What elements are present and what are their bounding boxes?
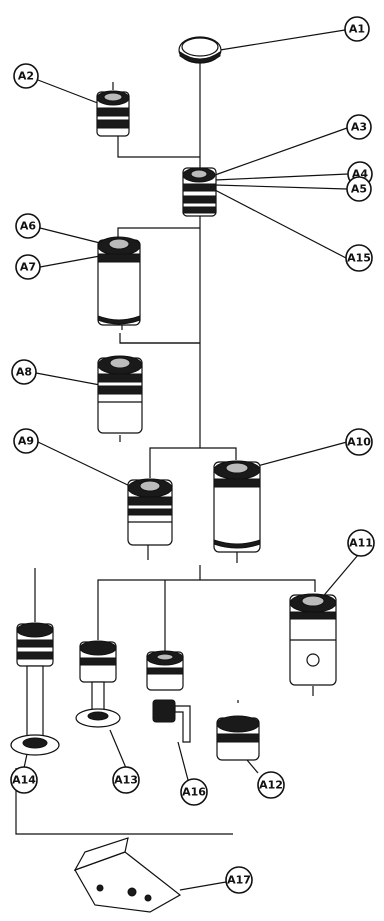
part-a13-base-mount: [75, 640, 121, 728]
part-a3-connector: [182, 167, 217, 217]
part-a9-module: [127, 478, 173, 546]
callout-a10: A10: [345, 428, 373, 456]
leader-lines: [23, 29, 359, 891]
callout-a9: A9: [13, 428, 39, 454]
part-a2-module: [96, 82, 130, 137]
part-a8-module: [97, 355, 143, 434]
callout-a16: A16: [180, 778, 208, 806]
svg-text:A8: A8: [16, 366, 32, 379]
svg-text:A10: A10: [347, 436, 371, 449]
callout-a12: A12: [257, 771, 285, 799]
callout-a14: A14: [10, 766, 38, 794]
callout-a1: A1: [344, 16, 370, 42]
callout-a8: A8: [11, 359, 37, 385]
part-a17-bracket-plate: [73, 837, 182, 913]
callout-a13: A13: [112, 766, 140, 794]
callout-a7: A7: [15, 254, 41, 280]
part-a14-pole-mount: [10, 622, 60, 756]
callout-a17: A17: [225, 866, 253, 894]
callout-a6: A6: [15, 213, 41, 239]
svg-text:A9: A9: [18, 435, 34, 448]
svg-text:A15: A15: [347, 252, 371, 265]
svg-text:A13: A13: [114, 774, 138, 787]
svg-text:A3: A3: [351, 121, 367, 134]
svg-text:A1: A1: [349, 23, 365, 36]
callout-a3: A3: [346, 114, 372, 140]
svg-text:A11: A11: [349, 537, 373, 550]
part-a6-a7-tall-module: [97, 236, 141, 326]
svg-text:A14: A14: [12, 774, 36, 787]
part-a12-module: [216, 700, 260, 761]
part-a10-tall-module: [213, 460, 261, 553]
callout-a15: A15: [345, 244, 373, 272]
svg-text:A16: A16: [182, 786, 206, 799]
svg-text:A6: A6: [20, 220, 37, 233]
part-a1-cap: [178, 36, 222, 64]
part-a11-module: [289, 593, 337, 696]
callout-a5: A5: [346, 176, 372, 202]
svg-text:A17: A17: [227, 874, 251, 887]
svg-text:A5: A5: [351, 183, 367, 196]
callout-a11: A11: [347, 529, 375, 557]
callout-a2: A2: [13, 63, 39, 89]
part-a16-bracket-module: [146, 650, 191, 743]
svg-text:A7: A7: [20, 261, 36, 274]
svg-text:A2: A2: [18, 70, 34, 83]
svg-text:A12: A12: [259, 779, 283, 792]
